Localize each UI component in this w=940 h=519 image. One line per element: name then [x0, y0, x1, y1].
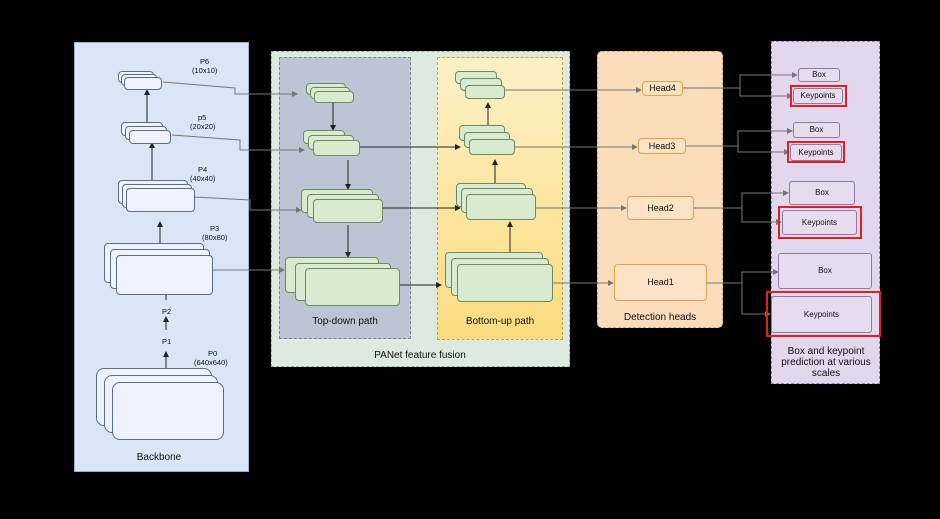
- level-label-p2: P2: [162, 307, 172, 316]
- topdown-map-4: [305, 268, 400, 306]
- keypoints-output-1: Keypoints: [771, 296, 872, 333]
- level-label-p6: P6 (10x10): [192, 57, 218, 75]
- panet-title: PANet feature fusion: [374, 350, 466, 361]
- bottomup-map-3: [466, 194, 536, 220]
- feature-map-p4: [126, 188, 195, 212]
- keypoints-highlight-3: [787, 141, 845, 163]
- bottomup-map-2: [469, 139, 515, 155]
- bottomup-path-label: Bottom-up path: [465, 316, 535, 327]
- level-label-p3: P3 (80x80): [202, 224, 228, 242]
- topdown-map-3: [313, 199, 383, 223]
- feature-map-p6: [124, 77, 162, 90]
- bottomup-map-4: [457, 264, 553, 302]
- keypoints-output-2: Keypoints: [782, 210, 857, 235]
- outputs-title: Box and keypoint prediction at various s…: [781, 346, 871, 379]
- topdown-map-1: [314, 91, 354, 103]
- feature-map-p3: [116, 255, 213, 295]
- keypoints-output-3: Keypoints: [790, 144, 842, 161]
- keypoints-highlight-4: [790, 85, 847, 107]
- head-4: Head4: [642, 81, 683, 96]
- box-output-3: Box: [793, 122, 840, 138]
- head-2: Head2: [627, 196, 694, 220]
- heads-title: Detection heads: [623, 312, 697, 323]
- box-output-1: Box: [778, 253, 872, 289]
- level-label-p5: p5 (20x20): [190, 113, 216, 131]
- box-output-4: Box: [798, 68, 840, 82]
- feature-map-p0: [112, 382, 224, 440]
- keypoints-highlight-1: [766, 291, 881, 337]
- keypoints-highlight-2: [778, 206, 862, 239]
- backbone-title: Backbone: [136, 452, 182, 463]
- level-label-p4: P4 (40x40): [190, 165, 216, 183]
- bottomup-map-1: [465, 85, 505, 99]
- head-3: Head3: [638, 138, 686, 154]
- keypoints-output-4: Keypoints: [793, 88, 843, 104]
- topdown-map-2: [313, 140, 360, 156]
- box-output-2: Box: [789, 181, 855, 205]
- head-1: Head1: [614, 264, 707, 301]
- level-label-p1: P1: [162, 337, 172, 346]
- feature-map-p5: [129, 130, 171, 144]
- level-label-p0: P0 (640x640): [194, 349, 228, 367]
- topdown-path-label: Top-down path: [312, 316, 378, 327]
